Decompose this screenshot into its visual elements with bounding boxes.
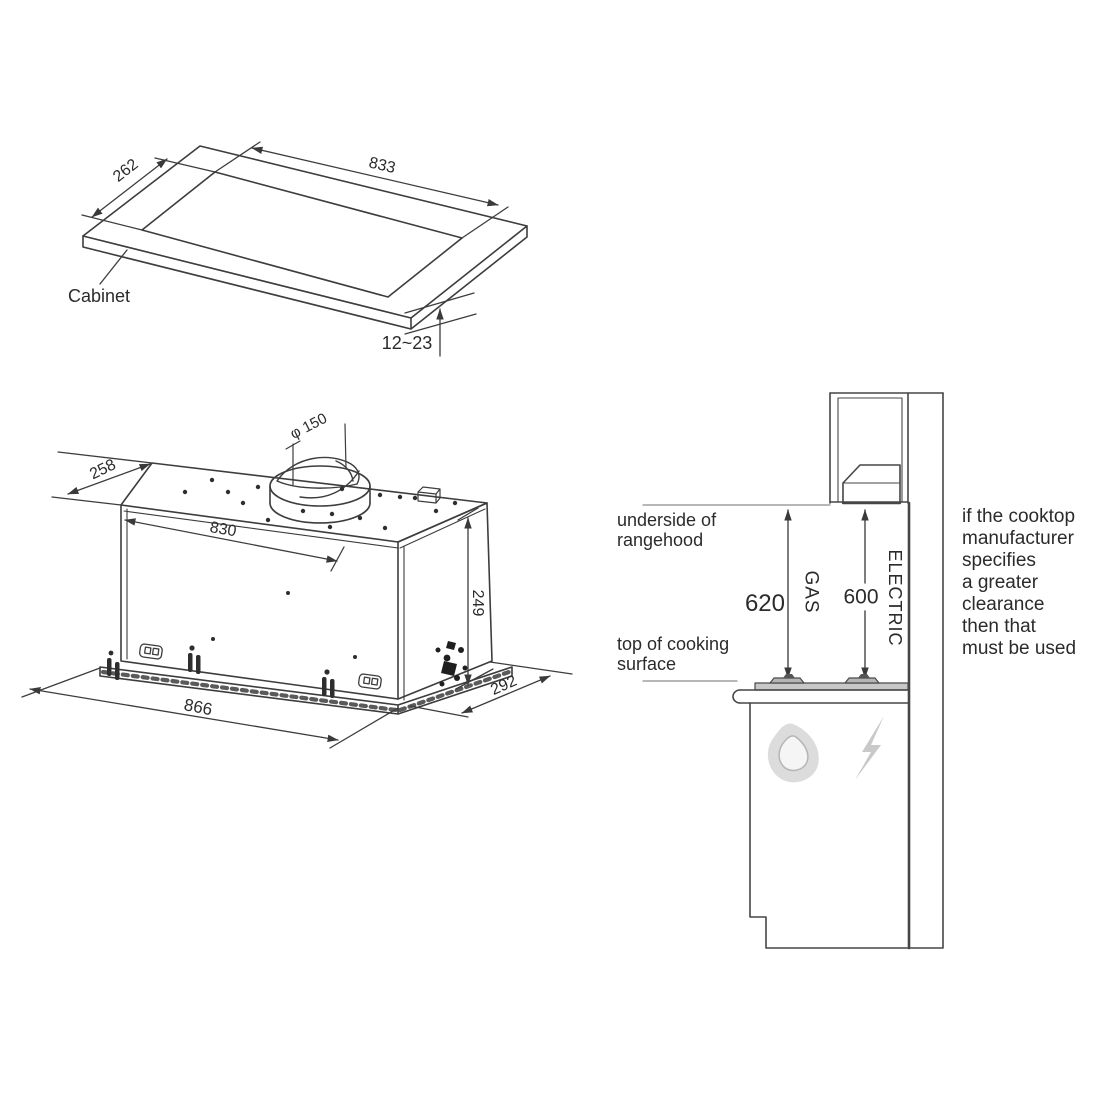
cabinet-label: Cabinet [67,286,131,307]
rangehood-drawing [21,423,573,749]
wall-column [907,392,944,950]
base-cabinet [749,702,910,949]
mounting-bracket-cluster [435,641,468,687]
dim-833 [214,141,509,239]
underside-label: underside of rangehood [617,510,717,550]
cooktop [754,674,909,691]
hood-right-face [397,502,493,700]
upper-cabinet [829,392,909,504]
electric-label: ELECTRIC [884,549,905,647]
gas-clearance-value: 620 [744,589,785,617]
countertop [732,689,909,704]
gas-droplet-icon [767,723,819,783]
hood-front-face [120,504,399,700]
dim-830 [124,518,345,572]
hood-edge-folds [123,508,486,701]
height-dim: 249 [468,589,486,617]
flap-valve [276,456,360,499]
bottom-plate-hatch [100,669,512,713]
front-vents [139,643,382,690]
electric-bolt-icon [855,716,884,780]
cabinet-cutout-drawing [81,141,528,357]
switch-box [417,486,441,504]
duct-collar [269,456,371,524]
clearance-drawing [642,392,944,950]
mounting-holes [182,477,458,659]
dim-258 [51,451,153,506]
cabinet-panel-thickness [82,225,528,330]
duct-leader-lines [285,423,347,486]
dim-thickness [404,292,477,357]
cabinet-leader-line [99,249,128,285]
dim-866 [21,667,399,749]
cooking-surface-label: top of cooking surface [617,634,730,674]
panel-thickness-dim: 12~23 [381,333,433,354]
dim-262 [81,157,216,231]
rangehood-in-cabinet [841,464,902,505]
clearance-note: if the cooktop manufacturer specifies a … [962,506,1077,659]
dim-292 [409,661,573,718]
cutout-opening [141,171,463,298]
electric-clearance-value: 600 [843,585,879,609]
gas-label: GAS [800,570,822,614]
